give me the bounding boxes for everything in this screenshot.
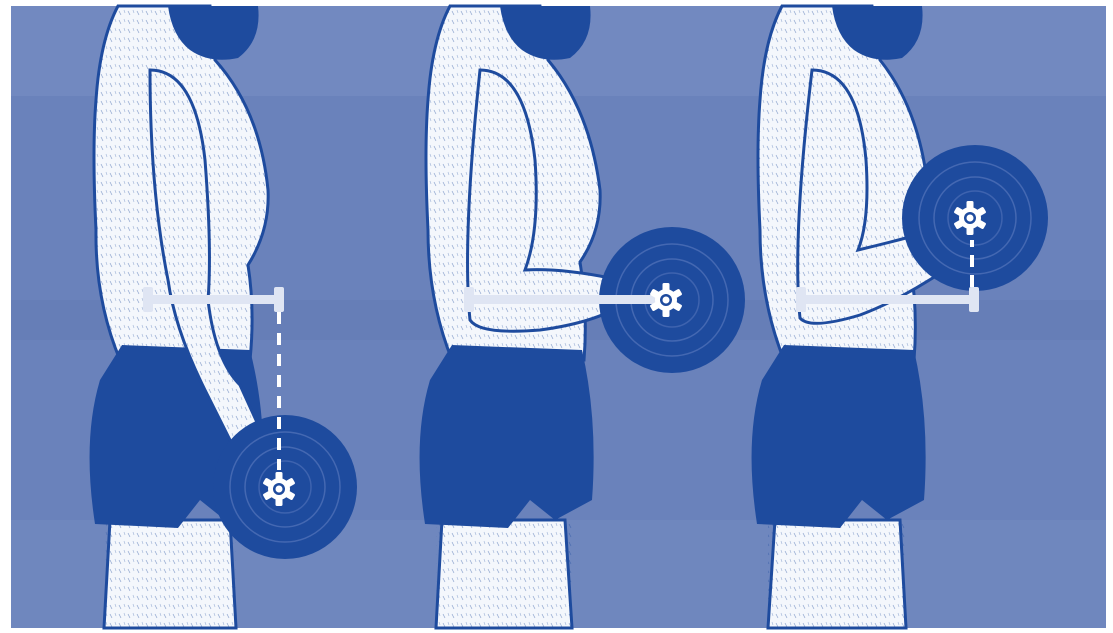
shorts bbox=[752, 345, 926, 528]
shorts bbox=[420, 345, 594, 528]
